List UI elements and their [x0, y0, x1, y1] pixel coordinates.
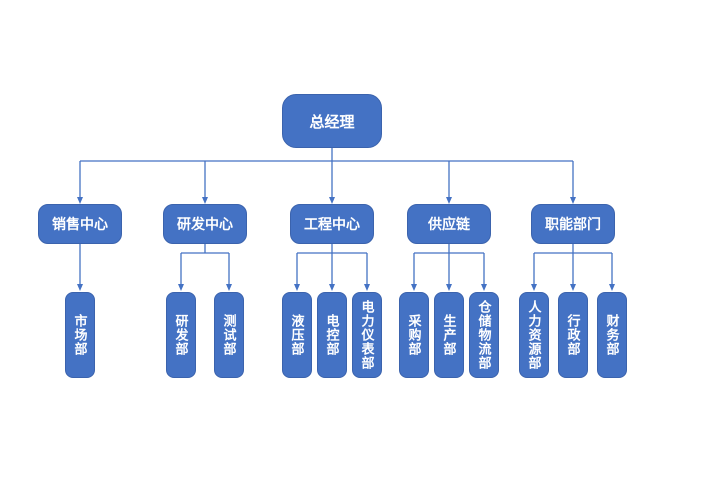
- org-node-general-manager: 总经理: [282, 94, 382, 148]
- org-node-power-instrument-dept: 电力仪表部: [352, 292, 382, 378]
- org-node-engineering-center: 工程中心: [290, 204, 374, 244]
- org-node-admin-dept: 行政部: [558, 292, 588, 378]
- org-node-purchasing-dept: 采购部: [399, 292, 429, 378]
- org-node-sales-center: 销售中心: [38, 204, 122, 244]
- org-node-hydraulic-dept: 液压部: [282, 292, 312, 378]
- org-node-production-dept: 生产部: [434, 292, 464, 378]
- org-node-hr-dept: 人力资源部: [519, 292, 549, 378]
- org-node-supply-chain: 供应链: [407, 204, 491, 244]
- org-node-marketing-dept: 市场部: [65, 292, 95, 378]
- org-node-testing-dept: 测试部: [214, 292, 244, 378]
- org-node-electric-control-dept: 电控部: [317, 292, 347, 378]
- org-node-rd-dept: 研发部: [166, 292, 196, 378]
- org-node-rd-center: 研发中心: [163, 204, 247, 244]
- org-node-finance-dept: 财务部: [597, 292, 627, 378]
- org-node-warehouse-logistics-dept: 仓储物流部: [469, 292, 499, 378]
- org-node-functional-depts: 职能部门: [531, 204, 615, 244]
